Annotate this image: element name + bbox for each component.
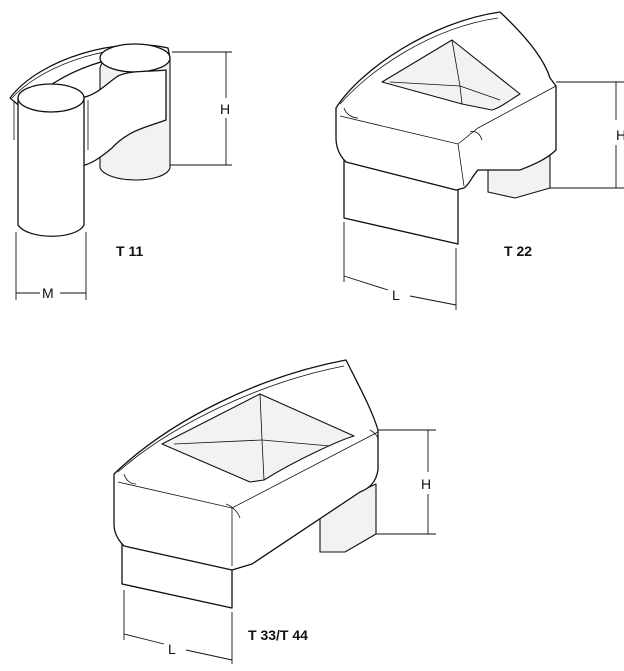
t11-height-label: H (220, 101, 230, 117)
part-t33-t44: H L T 33/T 44 (113, 359, 436, 664)
t11-width-label: M (42, 285, 54, 301)
t33-t44-caption: T 33/T 44 (248, 627, 308, 643)
t22-height-label: H (616, 127, 624, 143)
part-t11: H M T 11 (9, 43, 232, 301)
t22-caption: T 22 (504, 243, 532, 259)
t33-length-label: L (168, 641, 176, 657)
t33-height-label: H (421, 476, 431, 492)
t22-length-label: L (392, 287, 400, 303)
part-t22: H L T 22 (335, 11, 624, 310)
t11-caption: T 11 (116, 243, 143, 259)
